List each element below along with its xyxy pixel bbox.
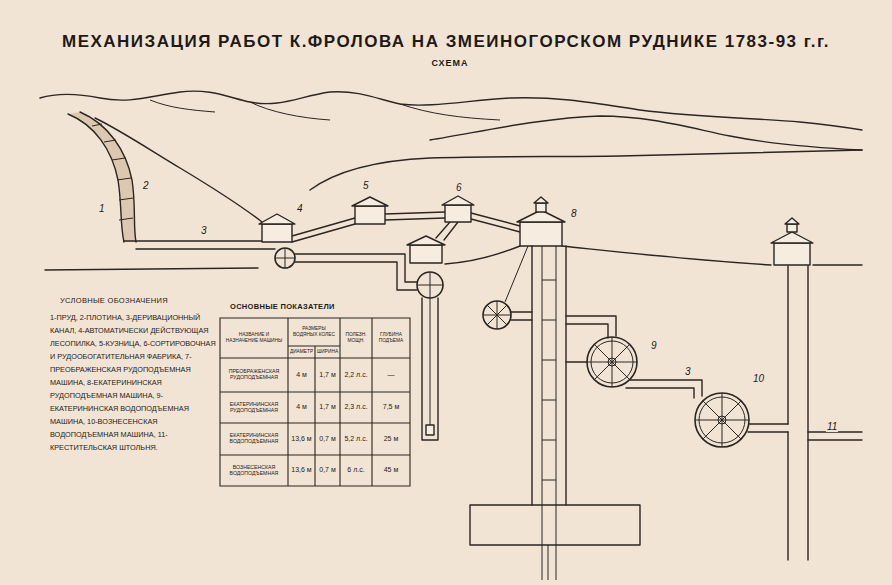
callout-number: 11 [826, 422, 838, 432]
water-wheel [275, 248, 295, 268]
callout-number: 5 [362, 181, 370, 191]
cupola-roof [534, 197, 548, 203]
machine-house [520, 222, 562, 246]
table-cell: ВОЗНЕСЕНСКАЯ ВОДОПОДЪЕМНАЯ [220, 455, 288, 486]
table-header: ПОЛЕЗН. МОЩН. [340, 318, 372, 358]
table-cell: 4 м [288, 392, 315, 423]
water-wheel [695, 393, 749, 447]
table-cell: — [372, 358, 410, 392]
table-cell: 1,7 м [315, 392, 340, 423]
upper-channel [292, 212, 520, 242]
callout-number: 6 [455, 183, 463, 193]
building-roof [352, 197, 388, 206]
subtitle: СХЕМА [420, 58, 480, 68]
table-cell: 2,2 л.с. [340, 358, 372, 392]
water-wheel [417, 272, 443, 298]
callout-number: 2 [142, 181, 150, 191]
water-channel [626, 380, 702, 398]
table-cell: ЕКАТЕРИНИНСКАЯ ВОДОПОДЪЕМНАЯ [220, 423, 288, 455]
smithy-building [355, 206, 385, 224]
water-wheel [587, 337, 637, 387]
water-wheel [483, 301, 511, 329]
callout-number: 1 [98, 204, 106, 214]
table-cell: 1,7 м [315, 358, 340, 392]
water-channel [748, 424, 788, 432]
table-cell: 7,5 м [372, 392, 410, 423]
water-channel [295, 254, 417, 290]
shaft-ladder [542, 246, 556, 505]
mine-shaft [532, 246, 566, 505]
table-cell: ЕКАТЕРИНИНСКАЯ РУДОПОДЪЕМНАЯ [220, 392, 288, 423]
table-header: ГЛУБИНА ПОДЪЕМА [372, 318, 410, 358]
legend-text: 1-ПРУД, 2-ПЛОТИНА, 3-ДЕРИВАЦИОННЫЙ КАНАЛ… [50, 311, 216, 454]
hoist-rope [430, 298, 431, 425]
mine-shaft [788, 266, 808, 560]
table-cell: 4 м [288, 358, 315, 392]
callout-number: 10 [752, 374, 765, 384]
callout-number: 3 [684, 367, 692, 377]
table-cell: 0,7 м [315, 423, 340, 455]
cupola-roof [785, 218, 799, 224]
dam [68, 112, 136, 242]
dam-hatching [92, 124, 133, 220]
drive-rope [505, 246, 528, 302]
wheel-spokes [587, 337, 637, 387]
table-cell: 6 л.с. [340, 455, 372, 486]
table-cell: 13,6 м [288, 423, 315, 455]
derivation-canal [124, 241, 275, 249]
building-roof [771, 232, 813, 243]
table-cell: 25 м [372, 423, 410, 455]
table-cell: ПРЕОБРАЖЕНСКАЯ РУДОПОДЪЕМНАЯ [220, 358, 288, 392]
building-roof [407, 236, 445, 245]
machine-house [774, 243, 810, 265]
hill-ridge [40, 91, 862, 130]
sawmill-building [262, 224, 292, 242]
wheel-spokes [275, 248, 295, 268]
table-header: НАЗВАНИЕ И НАЗНАЧЕНИЕ МАШИНЫ [220, 318, 288, 358]
wheel-spokes [417, 272, 443, 298]
factory-building [445, 205, 471, 222]
lower-gallery [470, 505, 640, 545]
dam-outline [68, 112, 136, 242]
callout-number: 4 [296, 204, 304, 214]
hill-ridge [430, 116, 862, 150]
callout-number: 9 [650, 341, 658, 351]
table-cell: 13,6 м [288, 455, 315, 486]
table-header: ШИРИНА [315, 346, 340, 358]
callout-number: 3 [200, 226, 208, 236]
callout-number: 8 [570, 209, 578, 219]
water-channel [511, 312, 532, 320]
water-channel [566, 316, 616, 338]
table-cell: 2,3 л.с. [340, 392, 372, 423]
ore-bucket [426, 425, 434, 435]
hill-contour [150, 100, 500, 120]
table-header: РАЗМЕРЫ ВОДЯНЫХ КОЛЕС [288, 318, 340, 346]
table-cell: 5,2 л.с. [340, 423, 372, 455]
hill-slope [310, 150, 862, 190]
sump-shaft [542, 505, 556, 580]
title: МЕХАНИЗАЦИЯ РАБОТ К.ФРОЛОВА НА ЗМЕИНОГОР… [20, 32, 872, 52]
cupola [536, 203, 546, 212]
adit [808, 432, 862, 440]
table-grid [220, 318, 410, 486]
wheel-spokes [695, 393, 749, 447]
table-cell: 0,7 м [315, 455, 340, 486]
building-roof [442, 196, 474, 205]
table-cell: 45 м [372, 455, 410, 486]
machine-house [410, 245, 442, 263]
building-roof [259, 214, 295, 224]
table-header: ДИАМЕТР [288, 346, 315, 358]
cupola [787, 224, 797, 232]
pump-rod [566, 361, 587, 362]
mine-shaft [422, 298, 438, 440]
legend-heading: УСЛОВНЫЕ ОБОЗНАЧЕНИЯ [60, 296, 220, 305]
wheel-spokes [483, 301, 511, 329]
table-title: ОСНОВНЫЕ ПОКАЗАТЕЛИ [230, 302, 400, 311]
